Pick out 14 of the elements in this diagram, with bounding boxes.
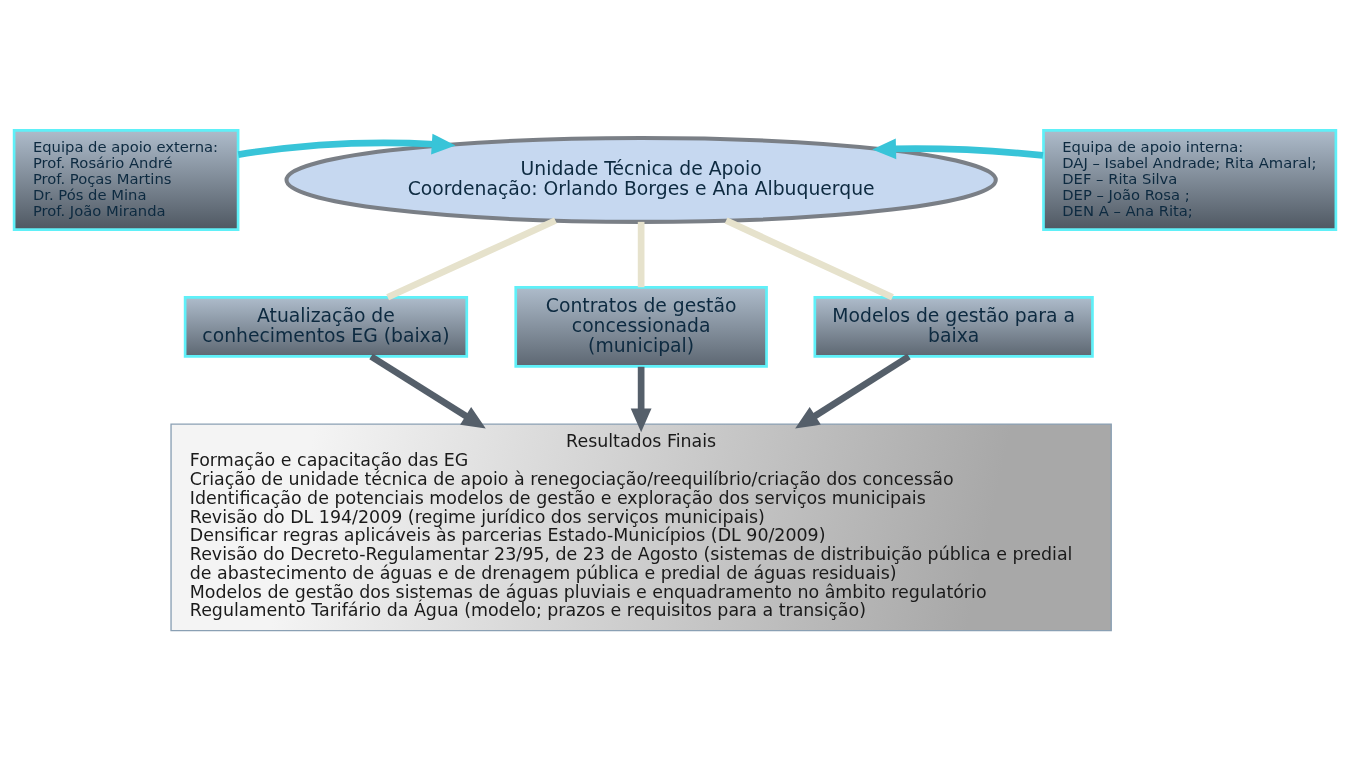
node-box: Modelos de gestão para a baixa — [813, 296, 1094, 358]
arrow — [872, 138, 1044, 160]
connector — [724, 217, 894, 301]
node-box: Equipa de apoio externa: Prof. Rosário André Prof. Poças Martins Dr. Pós de Mina Prof. João Miranda — [12, 129, 240, 231]
node-box: Atualização de conhecimentos EG (baixa) — [183, 296, 469, 358]
connector — [386, 217, 557, 301]
node-box: Contratos de gestão concessionada (municipal) — [514, 285, 768, 368]
arrow — [237, 133, 456, 158]
arrow — [795, 353, 911, 429]
node-box: Resultados Finais Formação e capacitação das EG Criação de unidade técnica de apoio à renegociação/reequilíbrio/criação dos concessão Identificação de potenciais modelos de gestão e exploração dos serviços municipais Revisão do DL 194/2009 (regime jurídico dos serviços municipais) Densificar regras aplicáveis às parcerias Estado-Municípios (DL 90/2009) Revisão do Decreto-Regulamentar 23/95, de 23 de Agosto (sistemas de distribuição pública e predial de abastecimento de águas e de drenagem pública e predial de águas residuais) Modelos de gestão dos sistemas de águas pluviais e enquadramento no âmbito regulatório Regulamento Tarifário da Água (modelo; prazos e requisitos para a transição) — [170, 423, 1112, 632]
arrow — [369, 353, 486, 429]
connector — [637, 221, 645, 288]
arrow — [630, 366, 652, 433]
node-box: Equipa de apoio interna: DAJ – Isabel Andrade; Rita Amaral; DEF – Rita Silva DEP – João Rosa ; DEN A – Ana Rita; — [1042, 129, 1338, 231]
